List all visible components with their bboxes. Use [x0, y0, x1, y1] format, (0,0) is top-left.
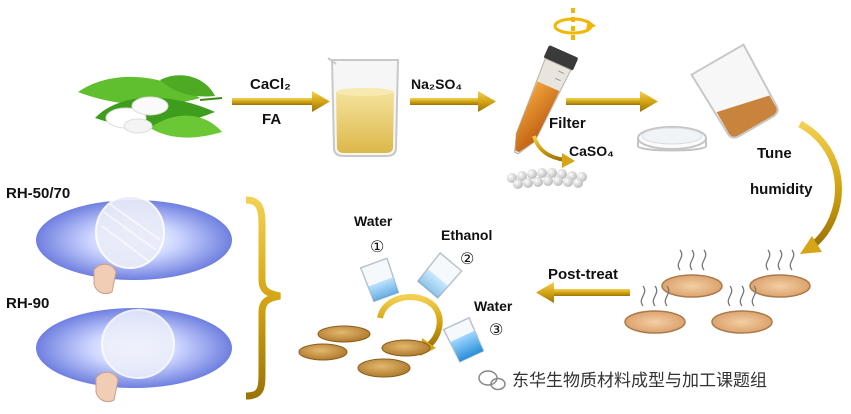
wechat-icon: [478, 370, 506, 391]
posttreat-arrow: [536, 282, 630, 303]
wash-step2-label: Ethanol: [441, 227, 492, 243]
reagent-na2so4-label: Na₂SO₄: [411, 76, 462, 92]
tune-humidity-arrowhead: [800, 236, 822, 254]
filter-arrow: [532, 135, 567, 162]
beaker-image: [327, 57, 400, 157]
petri-dish-image: [637, 126, 707, 152]
solvent-fa-label: FA: [262, 111, 281, 128]
sample-rh90-image: [36, 308, 232, 403]
wash-step1-marker: ①: [370, 237, 384, 256]
casting-beaker-image: [690, 43, 779, 139]
arrow-step2: [410, 91, 496, 112]
wash-step3-marker: ③: [489, 320, 503, 339]
watermark-text: 东华生物质材料成型与加工课题组: [512, 371, 767, 391]
wash-step1-label: Water: [354, 213, 393, 229]
wash-step2-marker: ②: [460, 249, 474, 268]
silk-cocoon-leaves-image: [78, 75, 223, 138]
wash-cycle-arrow: [377, 294, 443, 349]
filter-label: Filter: [549, 115, 586, 132]
arrow-step1: [232, 91, 330, 112]
tune-label: Tune: [757, 145, 792, 162]
posttreat-label: Post-treat: [548, 266, 618, 283]
caso4-precipitate-image: [507, 168, 587, 189]
sample-rh5070-label: RH-50/70: [6, 185, 70, 202]
wash-beaker-3-image: [442, 316, 485, 363]
washed-films-image: [298, 325, 431, 378]
arrow-step3: [566, 91, 658, 112]
wash-beaker-1-image: [359, 257, 400, 303]
byproduct-caso4-label: CaSO₄: [569, 143, 614, 159]
sample-brace: [245, 196, 281, 400]
reagent-cacl2-label: CaCl₂: [250, 76, 291, 93]
sample-rh90-label: RH-90: [6, 295, 49, 312]
watermark: 东华生物质材料成型与加工课题组: [478, 370, 767, 391]
filter-arrowhead: [562, 153, 575, 168]
humidity-label: humidity: [750, 181, 813, 198]
wash-step3-label: Water: [474, 298, 513, 314]
humidity-dishes-image: [624, 249, 811, 334]
tune-humidity-arrow: [798, 120, 842, 249]
wash-beaker-2-image: [416, 251, 463, 299]
sample-rh5070-image: [36, 195, 232, 295]
centrifuge-tube-image: [514, 8, 596, 155]
